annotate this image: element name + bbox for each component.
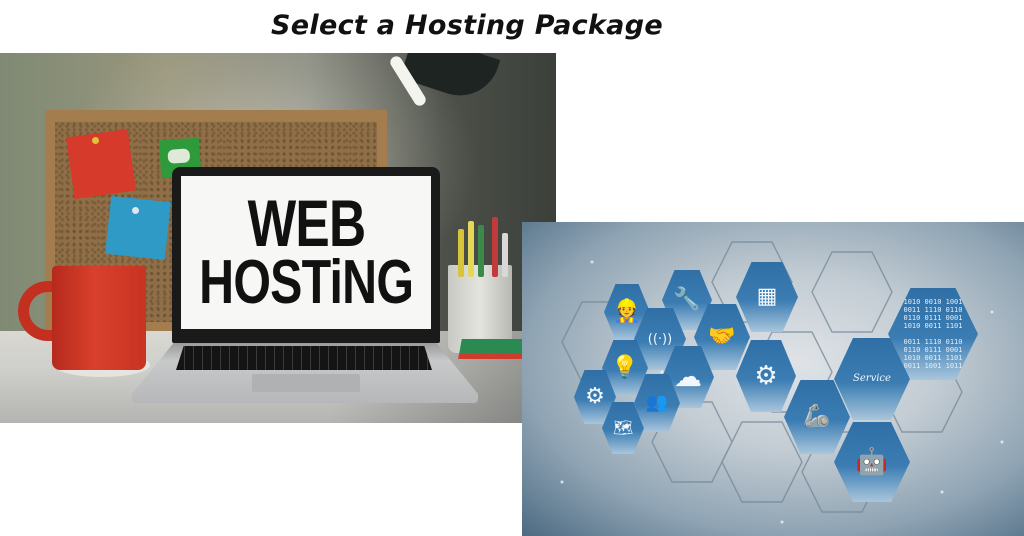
laptop-keyboard	[176, 346, 432, 370]
people-icon: 👥	[645, 392, 669, 413]
blue-sticky-note	[105, 196, 171, 260]
mug-handle	[18, 281, 62, 341]
brain-gears-icon: ⚙	[754, 361, 778, 391]
laptop-trackpad	[252, 374, 360, 392]
service-icon: Service	[853, 373, 891, 384]
binary-hexagon: 1010 0010 1001 0011 1110 0110 0110 0111 …	[888, 288, 978, 380]
gears-hexagon: ⚙	[574, 370, 616, 424]
pin-icon	[132, 207, 139, 214]
binary-code-icon: 1010 0010 1001 0011 1110 0110 0110 0111 …	[903, 298, 963, 370]
laptop-display: WEB HOSTiNG	[181, 176, 431, 329]
lightbulb-icon: 💡	[611, 355, 639, 380]
worker-icon: 👷	[613, 299, 641, 324]
robot-hexagon: 🤖	[834, 422, 910, 502]
cloud-icon: ☁	[674, 360, 702, 393]
pen	[458, 229, 464, 277]
sitemap-icon: ▦	[756, 284, 778, 309]
robot-arm-icon: 🦾	[803, 404, 831, 429]
pin-icon	[92, 137, 99, 144]
hexagon-tech-photo: 👷 🔧 ▦ ((·)) 🤝 💡 ☁ ⚙ ⚙ 🗺 👥 🦾 Service 🤖 10…	[522, 222, 1024, 536]
robot-arm-hexagon: 🦾	[784, 380, 850, 454]
world-map-icon: 🗺	[612, 418, 634, 437]
pen-cup	[448, 265, 512, 353]
laptop-screen: WEB HOSTiNG	[172, 167, 440, 343]
screen-text-hosting: HOSTiNG	[199, 248, 414, 318]
pen	[468, 221, 474, 277]
red-sticky-note	[65, 128, 137, 200]
red-mug	[52, 266, 146, 370]
wifi-icon: ((·))	[647, 331, 673, 347]
lightbulb-hexagon: 💡	[602, 340, 648, 396]
web-hosting-photo: WEB HOSTiNG	[0, 53, 556, 423]
robot-icon: 🤖	[855, 447, 889, 477]
screen-text-web: WEB	[247, 185, 366, 260]
page-title: Select a Hosting Package	[271, 10, 663, 41]
pen	[502, 233, 508, 277]
pen	[478, 225, 484, 277]
pen	[492, 217, 498, 277]
gears-icon: ⚙	[585, 384, 605, 409]
handshake-icon: 🤝	[708, 324, 736, 349]
tools-icon: 🔧	[673, 287, 701, 312]
people-hexagon: 👥	[634, 374, 680, 432]
brain-gears-hexagon: ⚙	[736, 340, 796, 412]
